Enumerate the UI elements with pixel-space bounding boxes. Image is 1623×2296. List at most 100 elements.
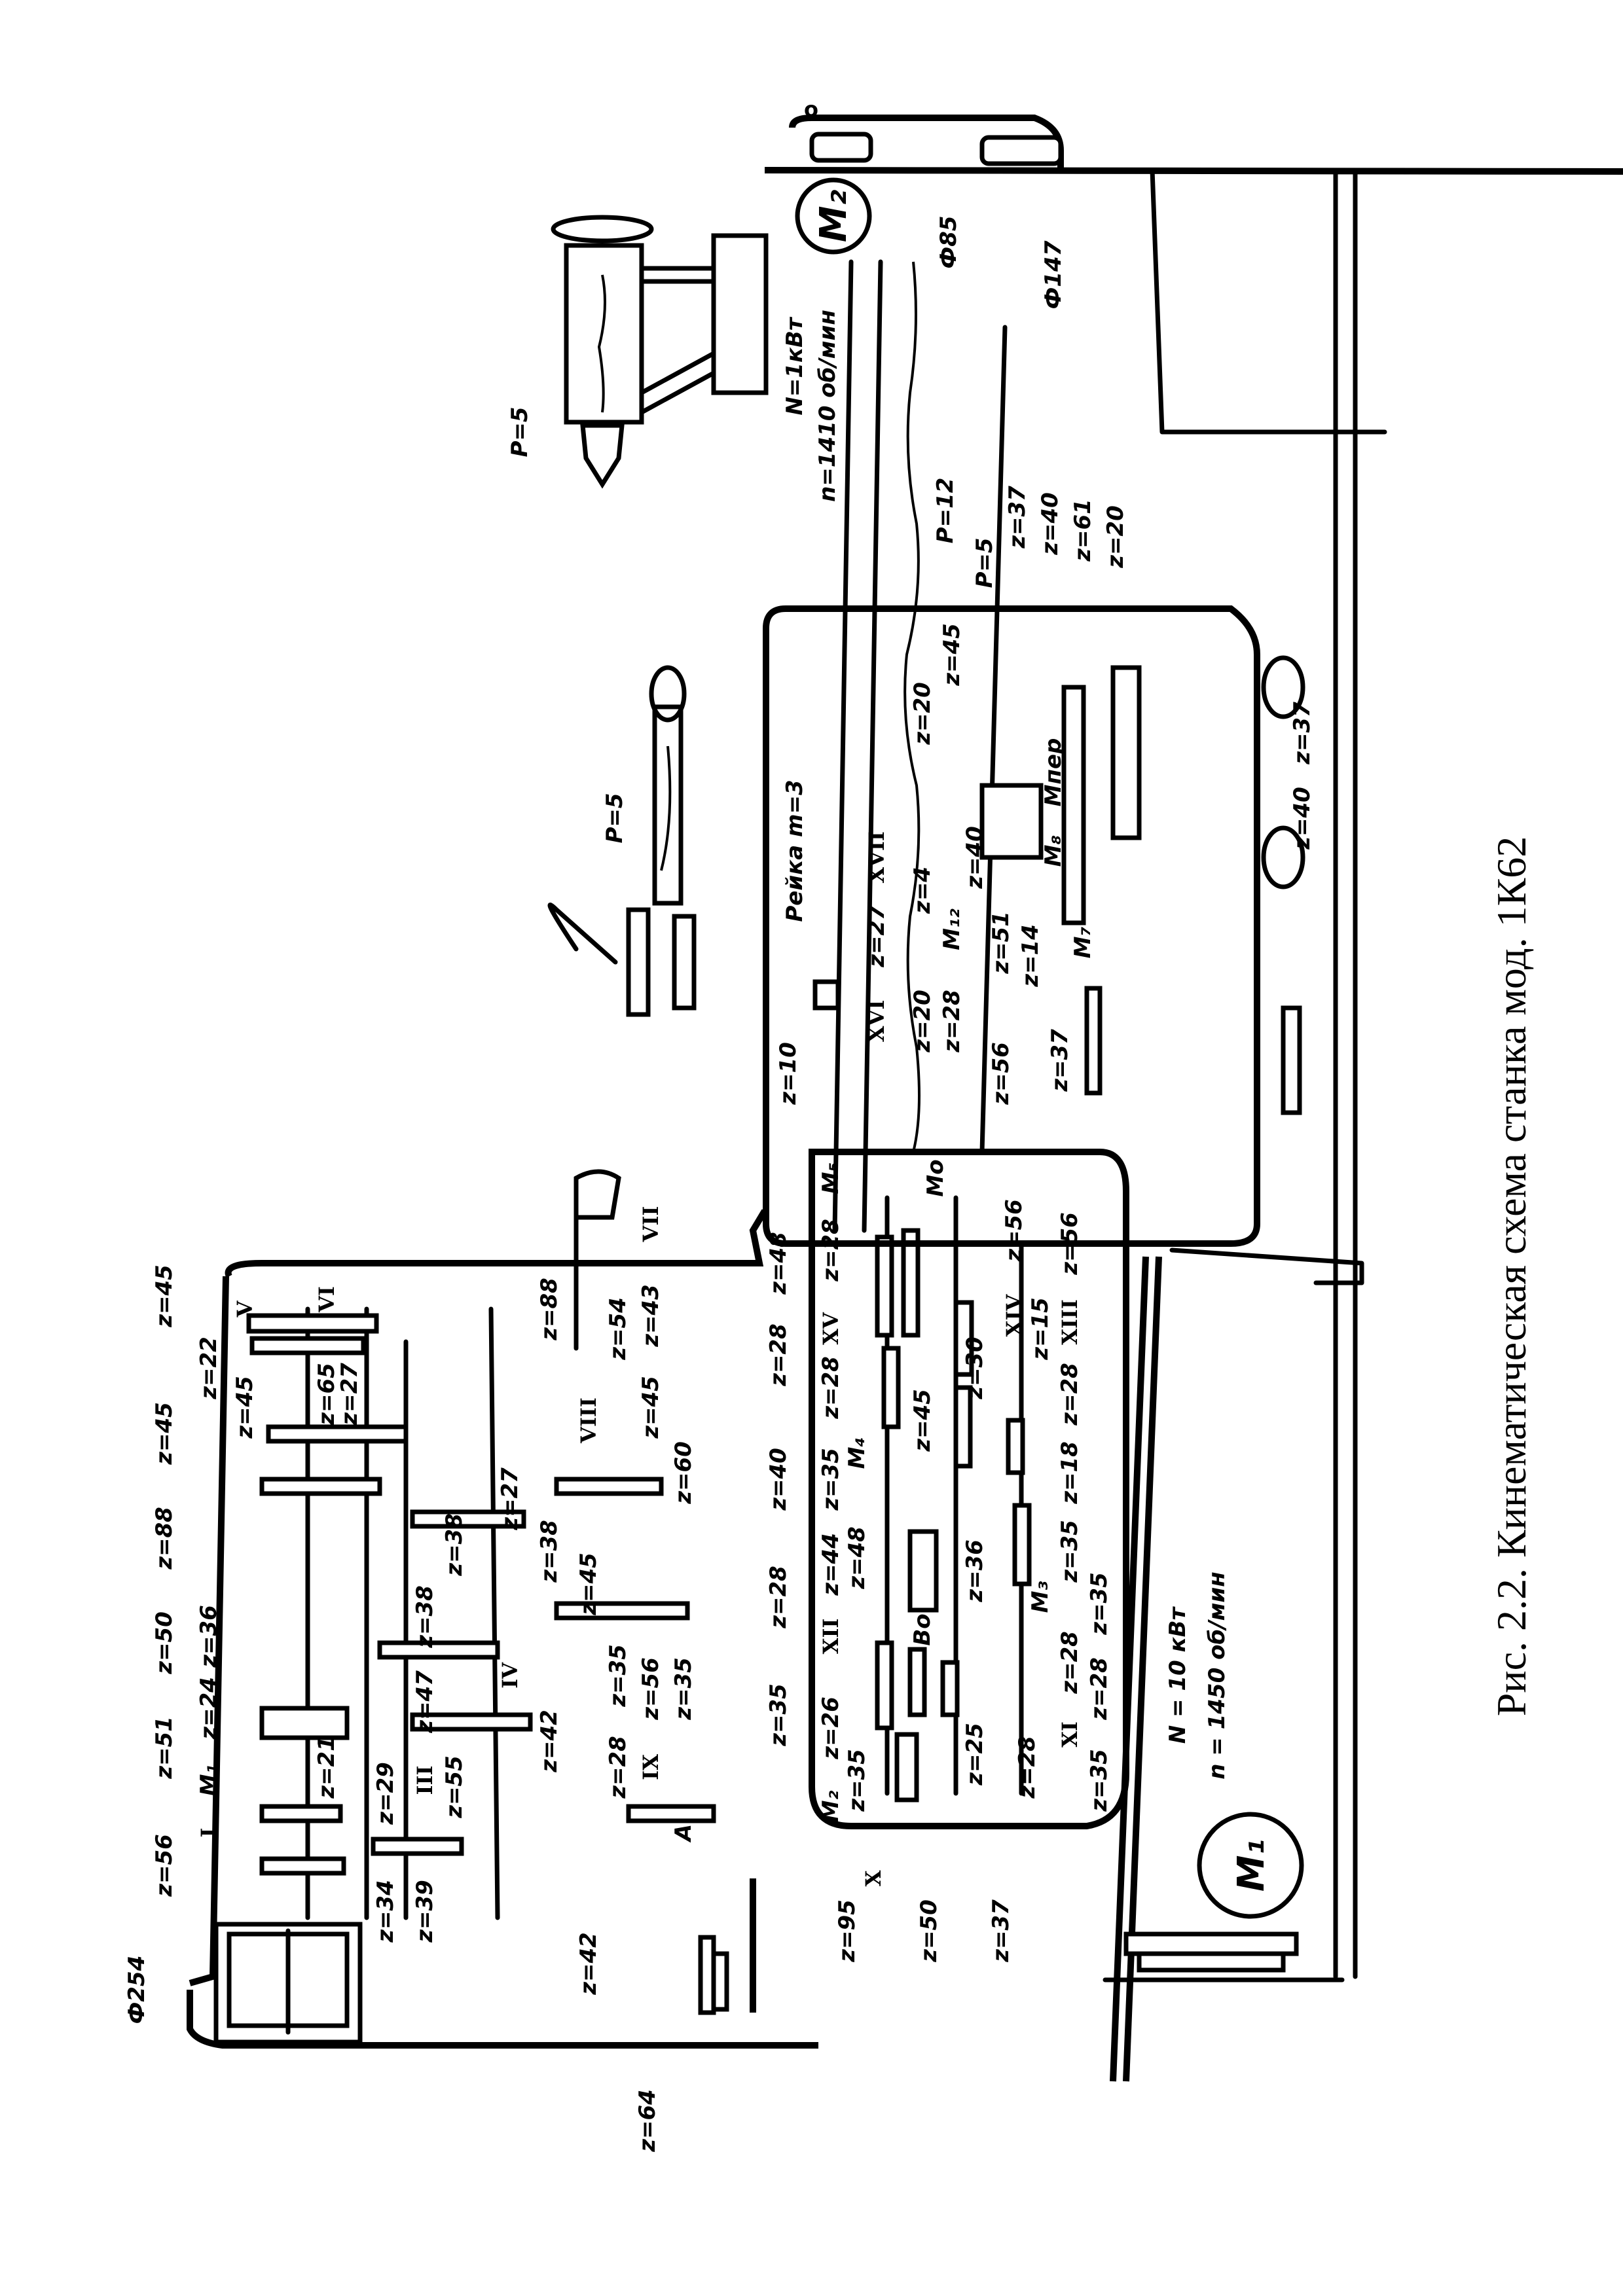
shaft-label: IV <box>498 1662 522 1689</box>
gear-label: z=22 <box>196 1336 222 1400</box>
headstock <box>187 1169 818 2049</box>
gear-label: z=43 <box>638 1284 664 1348</box>
gear-label: z=50 <box>151 1611 177 1675</box>
gear-label: z=28 <box>1057 1363 1083 1426</box>
motor-m2-label: M₂ <box>812 189 855 242</box>
tailstock-pitch: P=5 <box>507 406 533 457</box>
gear-label: z=51 <box>988 911 1014 975</box>
gear-label: z=61 <box>1070 499 1096 562</box>
clutch-label: Bо <box>909 1613 936 1645</box>
gear-label: z=95 <box>834 1899 860 1963</box>
gear-label: z=37 <box>988 1899 1014 1963</box>
gear-label: z=18 <box>1057 1441 1083 1505</box>
shaft-label: VII <box>638 1206 663 1243</box>
clutch-label: M₂ <box>818 1791 844 1823</box>
clutch-label: M₄ <box>844 1437 870 1469</box>
gear-label: z=51 <box>151 1716 177 1780</box>
gear-label: z=50 <box>916 1899 942 1963</box>
gear-label: z=37 <box>1047 1029 1073 1092</box>
shaft-label: XIII <box>1057 1299 1082 1345</box>
cross-slide: P=5 <box>547 665 697 1017</box>
gear-label: z=40 <box>1289 787 1315 850</box>
gear-label: z=35 <box>1086 1749 1112 1812</box>
shaft-label: XIV <box>1002 1294 1027 1337</box>
gear-label: z=88 <box>151 1507 177 1570</box>
gear-label: z=20 <box>909 990 936 1053</box>
gear-label: z=28 <box>1086 1657 1112 1721</box>
pulley-small-label: Ф85 <box>936 215 962 268</box>
gear-label: z=35 <box>1086 1572 1112 1636</box>
cross-slide-pitch: P=5 <box>602 793 628 843</box>
gear-label: z=28 <box>1057 1631 1083 1695</box>
shaft-label: VI <box>314 1286 339 1313</box>
gear-label: z=40 <box>1037 492 1063 556</box>
gear-label: z=45 <box>232 1376 258 1439</box>
gear-label: z=35 <box>1057 1520 1083 1583</box>
gear-label: z=10 <box>775 1042 801 1105</box>
shaft-label: X <box>861 1870 886 1886</box>
feed-box-labels: z=48 z=28 z=40 z=28 z=35 M₅ z=28 XV z=28… <box>765 1159 1112 1886</box>
gear-label: z=20 <box>909 682 936 745</box>
shaft-label: IX <box>638 1754 663 1780</box>
main-motor-group: M₁ N = 10 кВт n = 1450 об/мин <box>1123 1571 1304 1973</box>
gear-label: z=26 <box>818 1696 844 1760</box>
clutch-label: M₃ <box>1027 1581 1053 1613</box>
gear-label: z=45 <box>575 1552 602 1616</box>
gear-label: z=28 <box>818 1356 844 1420</box>
gear-label: z=27 <box>864 905 890 968</box>
pulley-large-label: Ф147 <box>1040 240 1067 309</box>
shaft-label: I <box>196 1828 221 1838</box>
gear-label: z=34 <box>373 1880 399 1943</box>
gear-label: z=28 <box>818 1219 844 1282</box>
gear-label: z=54 <box>605 1297 631 1361</box>
main-pulley-label: Ф254 <box>124 1956 150 2024</box>
shaft-label: XVI <box>864 1000 889 1043</box>
gear-label: z=30 <box>962 1336 988 1400</box>
clutch-label: M₅ <box>818 1162 844 1194</box>
point-a-label: A <box>670 1824 697 1843</box>
gear-label: z=28 <box>939 990 965 1053</box>
apron-screw-pitch: P=5 <box>972 537 998 588</box>
shaft-label: XI <box>1057 1721 1082 1748</box>
shaft-label: III <box>412 1766 437 1795</box>
gear-label: z=47 <box>412 1670 438 1734</box>
gear-label: z=28 <box>1014 1736 1040 1799</box>
gear-label: z=45 <box>939 623 965 687</box>
gear-label: z=28 <box>765 1566 792 1629</box>
gear-label: z=14 <box>1017 924 1044 988</box>
gear-label: z=37 <box>1004 486 1030 549</box>
gear-label: z=56 <box>151 1834 177 1897</box>
clutch-label: M₁ <box>196 1765 222 1797</box>
shaft-label: XV <box>818 1312 843 1345</box>
tailstock: P=5 <box>507 215 769 489</box>
gear-label: z=21 <box>314 1736 340 1799</box>
gear-label: z=40 <box>765 1448 792 1511</box>
gear-label: z=36 <box>196 1605 222 1668</box>
gear-label: z=65 <box>314 1363 340 1426</box>
gear-label: z=64 <box>634 2089 661 2153</box>
shaft-label: VIII <box>576 1397 601 1444</box>
feed-box <box>809 1149 1129 1829</box>
gear-label: z=56 <box>988 1042 1014 1105</box>
motor-m1-speed: n = 1450 об/мин <box>1204 1571 1230 1779</box>
gear-label: z=40 <box>962 826 988 889</box>
motor-m1-icon <box>1197 1812 1304 1919</box>
gear-label: z=25 <box>962 1723 988 1786</box>
gear-label: z=45 <box>151 1265 177 1328</box>
gear-label: z=45 <box>638 1376 664 1439</box>
gear-label: z=35 <box>844 1749 870 1812</box>
gear-label: z=35 <box>605 1644 631 1708</box>
gear-label: z=35 <box>818 1448 844 1511</box>
lead-screw-pitch: P=12 <box>932 478 958 544</box>
shaft-label: V <box>232 1300 257 1318</box>
gear-label: z=45 <box>909 1389 936 1452</box>
motor-m2-speed: n=1410 об/мин <box>814 310 841 502</box>
gear-label: z=29 <box>373 1762 399 1825</box>
shaft-label: XVII <box>864 831 889 884</box>
gear-label: z=15 <box>1027 1297 1053 1361</box>
gear-label: z=28 <box>765 1323 792 1387</box>
apron-labels: z=10 XVII z=27 XVI z=20 z=4 z=20 z=45 M₁… <box>775 486 1315 1105</box>
rapid-motor-group: M₂ N=1кВт n=1410 об/мин Ф85 Ф147 <box>782 115 1067 502</box>
apron <box>763 605 1305 1247</box>
gear-label: z=35 <box>670 1657 697 1721</box>
